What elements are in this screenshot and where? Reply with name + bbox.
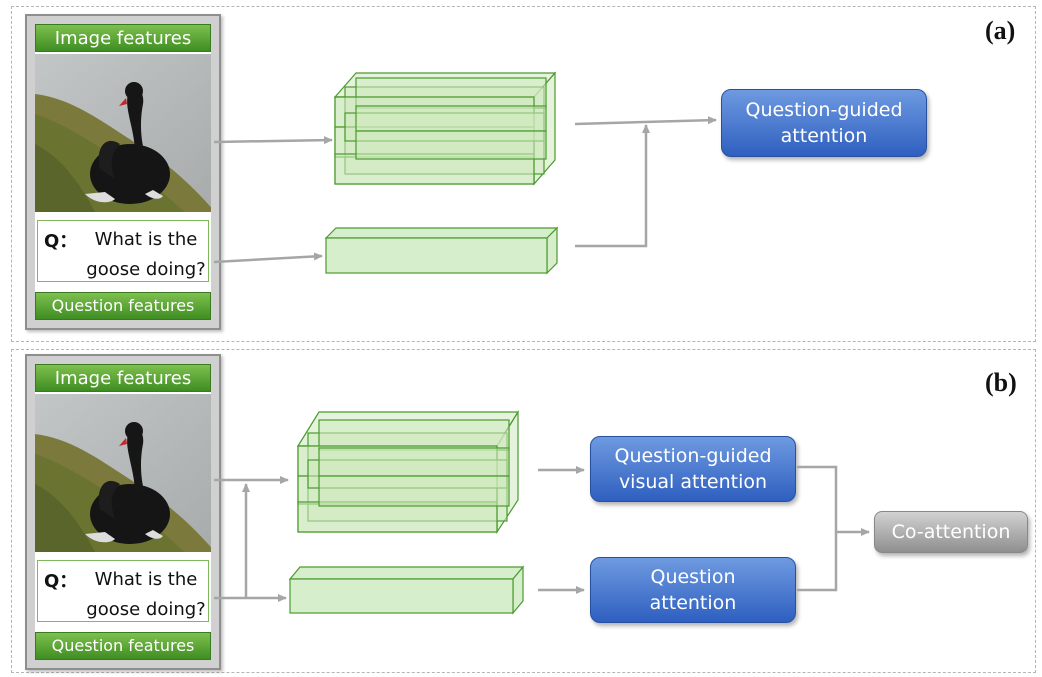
question-attention-box: Question attention <box>590 557 796 623</box>
arrow-vector-to-attention-a <box>575 124 650 248</box>
image-feature-tensor-a <box>333 71 557 186</box>
question-box: Q： What is the goose doing? <box>37 220 209 282</box>
co-attention-box: Co-attention <box>874 511 1028 553</box>
arrow-question-to-vector-a <box>213 252 323 264</box>
question-feature-vector-b <box>288 565 525 615</box>
question-prefix: Q： <box>44 231 78 252</box>
panel-a-label: (a) <box>985 16 1016 45</box>
question-text: What is the goose doing? <box>86 229 206 280</box>
merge-lines <box>797 465 838 592</box>
swan-photo <box>35 54 211 212</box>
input-card-b: Image features <box>25 354 221 670</box>
question-box: Q： What is the goose doing? <box>37 560 209 622</box>
panel-b <box>11 349 1036 673</box>
swan-photo <box>35 394 211 552</box>
input-card-a: Image features <box>25 14 221 330</box>
question-features-label: Question features <box>35 632 211 660</box>
panel-a <box>11 6 1036 342</box>
question-prefix: Q： <box>44 571 78 592</box>
question-features-label: Question features <box>35 292 211 320</box>
image-features-label: Image features <box>35 364 211 392</box>
image-feature-tensor-b <box>296 409 520 535</box>
arrow-image-to-tensor-a <box>213 136 333 145</box>
question-guided-visual-attention-box: Question-guided visual attention <box>590 436 796 502</box>
arrow-tensor-to-attention-a <box>574 116 717 126</box>
image-features-label: Image features <box>35 24 211 52</box>
panel-b-label: (b) <box>985 368 1017 397</box>
question-guided-attention-box: Question-guided attention <box>721 89 927 157</box>
question-text: What is the goose doing? <box>86 569 206 620</box>
question-feature-vector-a <box>324 226 559 275</box>
